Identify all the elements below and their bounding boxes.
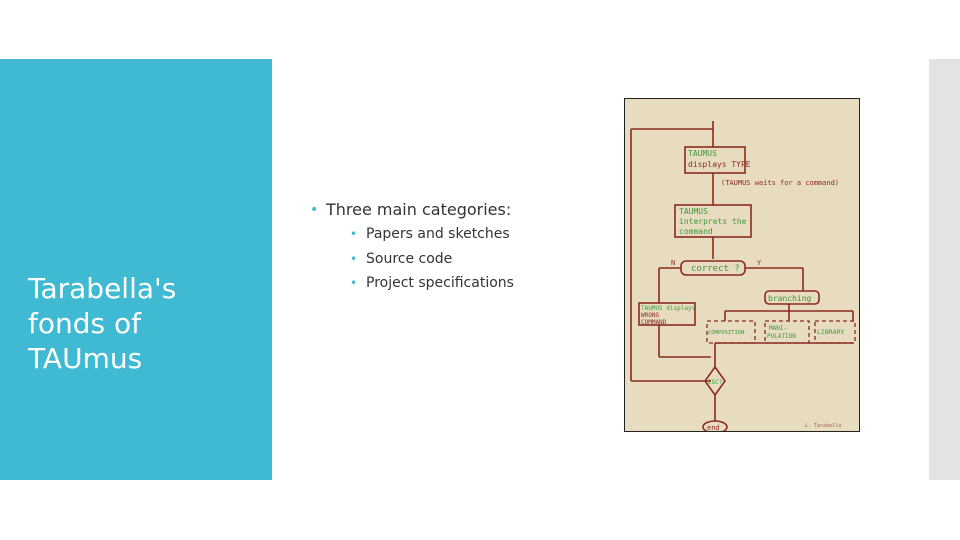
flowchart-n-label: N — [671, 259, 675, 267]
flowchart-wait-note: (TAUMUS waits for a command) — [721, 179, 839, 187]
flowchart-box2-line2: interprets the — [679, 217, 747, 226]
flowchart-wrong-line1: TAUMUS displays — [641, 305, 696, 312]
flowchart-box1-line1: TAUMUS — [688, 149, 717, 158]
flowchart-composition: COMPOSITION — [708, 330, 744, 336]
flowchart-box1-line2: displays TYPE — [688, 160, 751, 169]
sub-bullet-list: Papers and sketches Source code Project … — [350, 222, 610, 296]
bullet-list: Three main categories: Papers and sketch… — [310, 200, 610, 296]
sub-bullet-item: Papers and sketches — [350, 222, 610, 247]
flowchart-box2-line1: TAUMUS — [679, 207, 708, 216]
flowchart-diamond: ESC? — [708, 379, 723, 386]
flowchart-photo: TAUMUS displays TYPE (TAUMUS waits for a… — [624, 98, 860, 432]
bullet-main: Three main categories: — [310, 200, 610, 220]
flowchart-manipulation-line2: PULATION — [767, 333, 796, 340]
slide-title: Tarabella's fonds of TAUmus — [28, 272, 177, 375]
flowchart-box2-line3: command — [679, 227, 713, 236]
right-edge-strip — [929, 59, 960, 480]
flowchart-decision: correct ? — [691, 264, 740, 274]
flowchart-wrong-line3: COMMAND — [641, 319, 667, 326]
flowchart-signature: L. Tarabella — [805, 423, 841, 429]
flowchart-end: end — [707, 424, 720, 431]
flowchart-library: LIBRARY — [817, 328, 844, 336]
flowchart-y-label: Y — [757, 259, 762, 267]
flowchart-manipulation-line1: MANI- — [769, 325, 787, 332]
sub-bullet-item: Source code — [350, 247, 610, 272]
title-panel: Tarabella's fonds of TAUmus — [0, 59, 272, 480]
flowchart-sketch: TAUMUS displays TYPE (TAUMUS waits for a… — [625, 99, 859, 431]
flowchart-wrong-line2: WRONG — [641, 312, 659, 319]
flowchart-branching: branching — [768, 294, 812, 303]
sub-bullet-item: Project specifications — [350, 271, 610, 296]
